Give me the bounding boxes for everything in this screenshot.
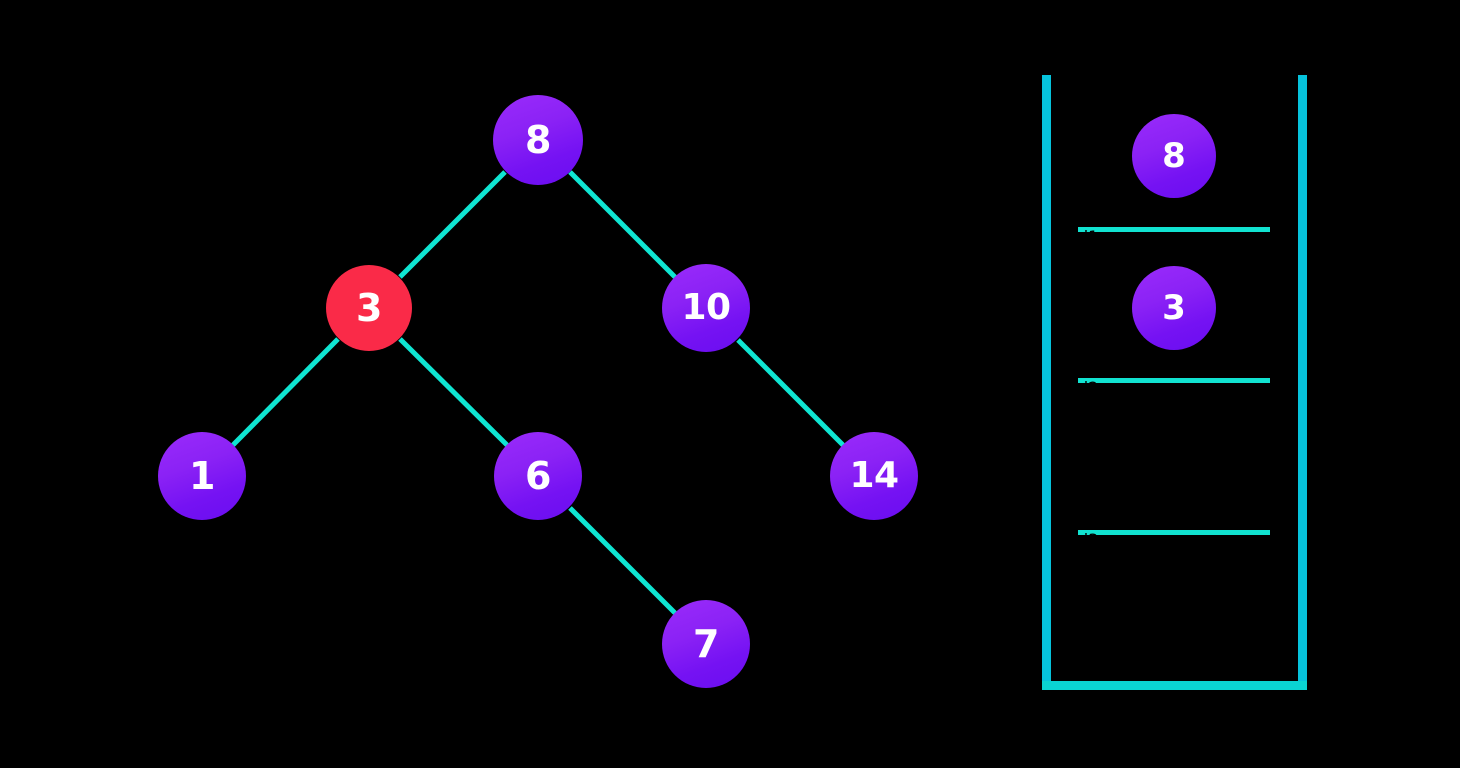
stack-slot-divider: d3 (1078, 530, 1270, 549)
tree-node-label: 7 (693, 622, 719, 666)
tree-edge (736, 338, 845, 447)
tree-node-6[interactable]: 6 (494, 432, 582, 520)
stack-slot-divider: d1 (1078, 227, 1270, 246)
tree-node-3[interactable]: 3 (326, 265, 412, 351)
stack-item-3[interactable]: 3 (1132, 266, 1216, 350)
tree-node-1[interactable]: 1 (158, 432, 246, 520)
tree-edge (398, 337, 509, 447)
tree-node-label: 3 (356, 286, 382, 330)
tree-node-10[interactable]: 10 (662, 264, 750, 352)
stack-left-wall (1042, 75, 1051, 690)
tree-edge (568, 170, 677, 279)
tree-node-7[interactable]: 7 (662, 600, 750, 688)
tree-edge (231, 337, 340, 447)
tree-node-14[interactable]: 14 (830, 432, 918, 520)
tree-node-label: 10 (681, 287, 731, 328)
stack-slot-divider: d2 (1078, 378, 1270, 397)
tree-node-label: 14 (849, 455, 899, 496)
tree-node-label: 8 (525, 118, 551, 162)
stack-item-label: 8 (1162, 136, 1186, 176)
tree-edge (398, 170, 507, 279)
stack-bottom-bar (1042, 681, 1307, 690)
tree-node-8[interactable]: 8 (493, 95, 583, 185)
stack-item-label: 3 (1162, 288, 1186, 328)
tree-node-label: 6 (525, 454, 551, 498)
stack-item-8[interactable]: 8 (1132, 114, 1216, 198)
tree-node-label: 1 (189, 454, 215, 498)
tree-edge (568, 506, 677, 615)
stack-right-wall (1298, 75, 1307, 690)
